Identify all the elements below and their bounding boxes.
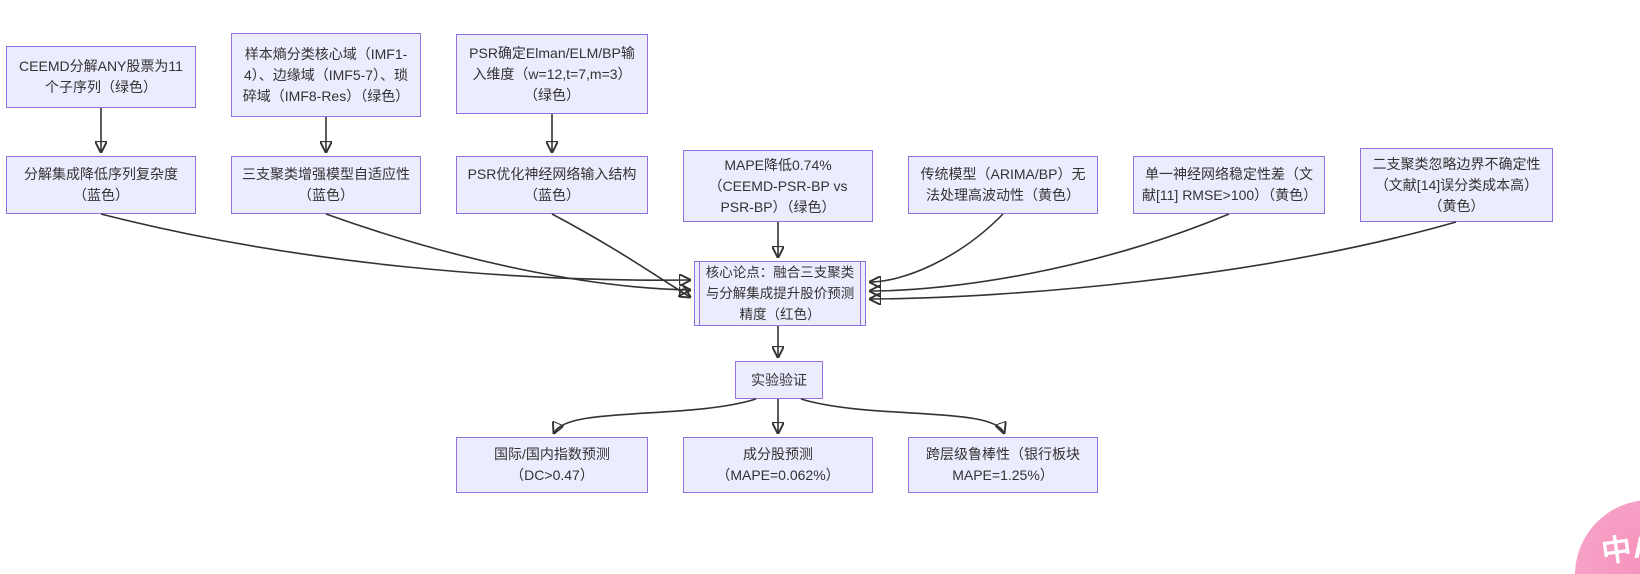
node-traditional-model-limits: 传统模型（ARIMA/BP）无法处理高波动性（黄色） (908, 156, 1098, 214)
edge-binary-to-core (870, 221, 1457, 299)
translate-badge[interactable]: 中A (1575, 500, 1640, 574)
node-label: 传统模型（ARIMA/BP）无法处理高波动性（黄色） (920, 166, 1086, 203)
node-label: CEEMD分解ANY股票为11个子序列（绿色） (19, 58, 183, 95)
edge-twc-to-core (325, 213, 690, 290)
node-decomposition-reduces-complexity: 分解集成降低序列复杂度（蓝色） (6, 156, 196, 214)
node-label: 单一神经网络稳定性差（文献[11] RMSE>100）（黄色） (1142, 166, 1318, 203)
node-binary-clustering-limits: 二支聚类忽略边界不确定性（文献[14]误分类成本高）（黄色） (1360, 148, 1553, 222)
node-sample-entropy: 样本熵分类核心域（IMF1-4）、边缘域（IMF5-7）、琐碎域（IMF8-Re… (231, 33, 421, 117)
node-experimental-validation: 实验验证 (735, 361, 823, 399)
edge-singlenn-to-core (870, 213, 1230, 291)
node-label: PSR确定Elman/ELM/BP输入维度（w=12,t=7,m=3）（绿色） (469, 44, 635, 103)
edge-psrstruct-to-core (551, 213, 690, 297)
node-label: 三支聚类增强模型自适应性（蓝色） (242, 166, 410, 203)
node-index-prediction: 国际/国内指数预测（DC>0.47） (456, 437, 648, 493)
node-label: 跨层级鲁棒性（银行板块 MAPE=1.25%） (926, 446, 1080, 483)
node-label: 国际/国内指数预测（DC>0.47） (494, 446, 610, 483)
node-psr-optimizes-structure: PSR优化神经网络输入结构（蓝色） (456, 156, 648, 214)
node-label: 分解集成降低序列复杂度（蓝色） (24, 166, 178, 203)
node-label: 成分股预测（MAPE=0.062%） (716, 446, 840, 483)
node-cross-level-robustness: 跨层级鲁棒性（银行板块 MAPE=1.25%） (908, 437, 1098, 493)
node-label: 实验验证 (751, 371, 807, 388)
node-mape-reduction: MAPE降低0.74%（CEEMD-PSR-BP vs PSR-BP）（绿色） (683, 150, 873, 222)
node-label: 二支聚类忽略边界不确定性（文献[14]误分类成本高）（黄色） (1372, 155, 1541, 214)
node-label: 核心论点：融合三支聚类与分解集成提升股价预测精度（红色） (705, 265, 855, 322)
node-label: MAPE降低0.74%（CEEMD-PSR-BP vs PSR-BP）（绿色） (708, 156, 848, 215)
node-label: 样本熵分类核心域（IMF1-4）、边缘域（IMF5-7）、琐碎域（IMF8-Re… (242, 45, 410, 104)
edge-trad-to-core (870, 213, 1004, 282)
edge-experiment-to-robust (800, 398, 1004, 433)
node-constituent-prediction: 成分股预测（MAPE=0.062%） (683, 437, 873, 493)
node-ceemd-decompose: CEEMD分解ANY股票为11个子序列（绿色） (6, 46, 196, 108)
node-core-thesis: 核心论点：融合三支聚类与分解集成提升股价预测精度（红色） (694, 261, 866, 326)
translate-icon: 中A (1599, 529, 1640, 570)
node-psr-input-dimension: PSR确定Elman/ELM/BP输入维度（w=12,t=7,m=3）（绿色） (456, 34, 648, 114)
edge-experiment-to-index (554, 398, 757, 433)
edge-decomp-to-core (100, 213, 690, 280)
node-label: PSR优化神经网络输入结构（蓝色） (467, 166, 637, 203)
node-single-nn-unstable: 单一神经网络稳定性差（文献[11] RMSE>100）（黄色） (1133, 156, 1325, 214)
node-three-way-clustering-adaptivity: 三支聚类增强模型自适应性（蓝色） (231, 156, 421, 214)
